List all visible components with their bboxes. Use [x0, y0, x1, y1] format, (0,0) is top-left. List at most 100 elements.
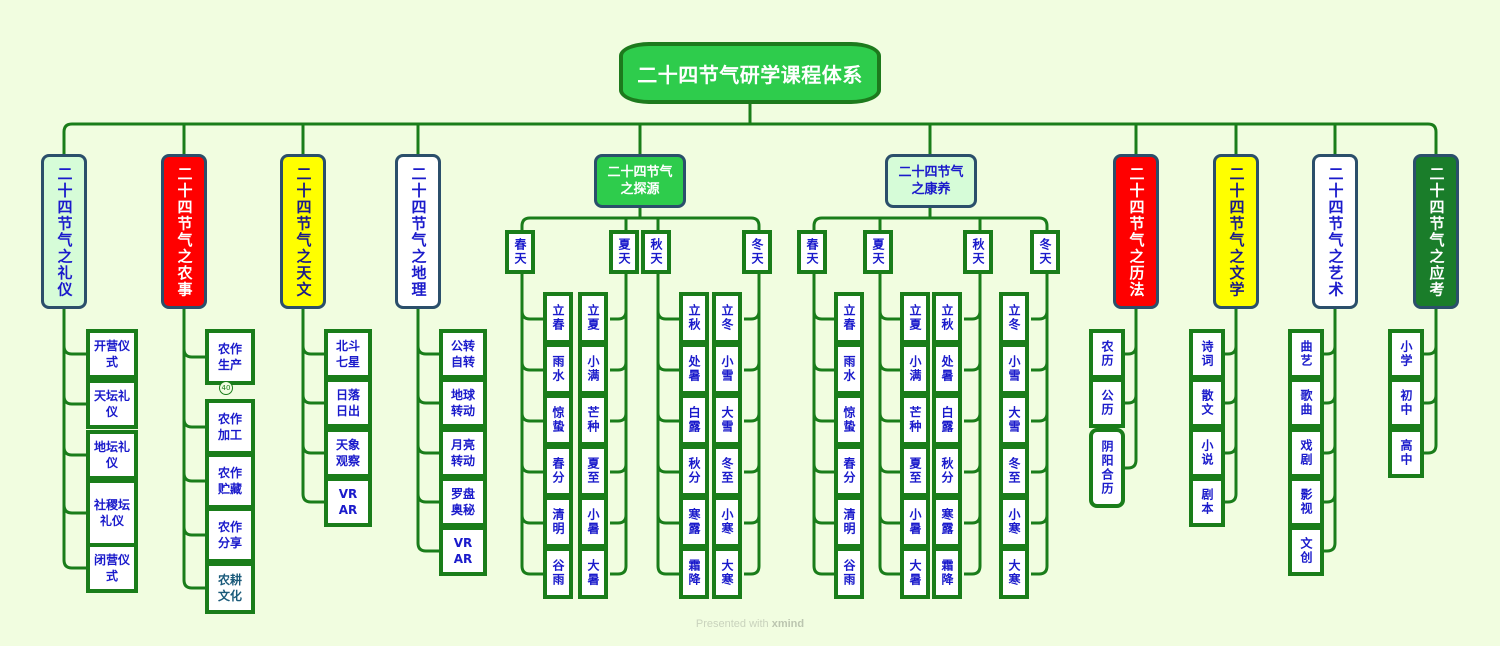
- subtopic[interactable]: 月亮转动: [439, 428, 487, 478]
- main-topic-1[interactable]: 二十四节气之礼仪: [41, 154, 87, 309]
- solar-term[interactable]: 谷雨: [543, 547, 573, 599]
- root-topic[interactable]: 二十四节气研学课程体系: [619, 42, 881, 104]
- subtopic[interactable]: 戏剧: [1288, 428, 1324, 478]
- solar-term[interactable]: 秋分: [932, 445, 962, 497]
- subtopic[interactable]: VR AR: [324, 477, 372, 527]
- season-node[interactable]: 夏天: [863, 230, 893, 274]
- solar-term[interactable]: 大雪: [999, 394, 1029, 446]
- main-topic-2[interactable]: 二十四节气之农事: [161, 154, 207, 309]
- subtopic[interactable]: 社稷坛礼仪: [86, 479, 138, 547]
- solar-term[interactable]: 立夏: [900, 292, 930, 344]
- subtopic[interactable]: 诗词: [1189, 329, 1225, 379]
- subtopic[interactable]: 闭营仪式: [86, 543, 138, 593]
- season-node[interactable]: 冬天: [742, 230, 772, 274]
- solar-term[interactable]: 冬至: [999, 445, 1029, 497]
- solar-term[interactable]: 霜降: [932, 547, 962, 599]
- solar-term[interactable]: 立冬: [999, 292, 1029, 344]
- solar-term[interactable]: 大暑: [900, 547, 930, 599]
- solar-term[interactable]: 立春: [834, 292, 864, 344]
- main-topic-3[interactable]: 二十四节气之天文: [280, 154, 326, 309]
- main-topic-5[interactable]: 二十四节气之探源: [594, 154, 686, 208]
- subtopic[interactable]: 歌曲: [1288, 378, 1324, 428]
- subtopic[interactable]: 北斗七星: [324, 329, 372, 379]
- subtopic[interactable]: 曲艺: [1288, 329, 1324, 379]
- subtopic[interactable]: 文创: [1288, 526, 1324, 576]
- subtopic[interactable]: 剧本: [1189, 477, 1225, 527]
- solar-term[interactable]: 处暑: [679, 343, 709, 395]
- subtopic[interactable]: 公转自转: [439, 329, 487, 379]
- solar-term[interactable]: 寒露: [679, 496, 709, 548]
- season-node[interactable]: 春天: [505, 230, 535, 274]
- solar-term[interactable]: 小寒: [712, 496, 742, 548]
- solar-term[interactable]: 谷雨: [834, 547, 864, 599]
- solar-term[interactable]: 芒种: [900, 394, 930, 446]
- solar-term[interactable]: 小满: [578, 343, 608, 395]
- subtopic[interactable]: 天坛礼仪: [86, 379, 138, 429]
- solar-term[interactable]: 霜降: [679, 547, 709, 599]
- subtopic[interactable]: 阴阳合历: [1089, 428, 1125, 508]
- solar-term[interactable]: 白露: [932, 394, 962, 446]
- solar-term[interactable]: 白露: [679, 394, 709, 446]
- solar-term[interactable]: 清明: [543, 496, 573, 548]
- solar-term[interactable]: 立秋: [932, 292, 962, 344]
- season-node[interactable]: 秋天: [641, 230, 671, 274]
- solar-term[interactable]: 大暑: [578, 547, 608, 599]
- solar-term[interactable]: 夏至: [900, 445, 930, 497]
- solar-term[interactable]: 寒露: [932, 496, 962, 548]
- subtopic[interactable]: 地球转动: [439, 378, 487, 428]
- solar-term[interactable]: 夏至: [578, 445, 608, 497]
- main-topic-6[interactable]: 二十四节气之康养: [885, 154, 977, 208]
- subtopic[interactable]: 农作贮藏: [205, 453, 255, 509]
- subtopic[interactable]: 农作分享: [205, 507, 255, 563]
- subtopic[interactable]: 地坛礼仪: [86, 430, 138, 480]
- solar-term[interactable]: 小雪: [999, 343, 1029, 395]
- solar-term[interactable]: 清明: [834, 496, 864, 548]
- solar-term[interactable]: 雨水: [543, 343, 573, 395]
- solar-term[interactable]: 秋分: [679, 445, 709, 497]
- subtopic[interactable]: 公历: [1089, 378, 1125, 428]
- subtopic[interactable]: 高中: [1388, 428, 1424, 478]
- main-topic-10[interactable]: 二十四节气之应考: [1413, 154, 1459, 309]
- subtopic[interactable]: 开营仪式: [86, 329, 138, 379]
- solar-term[interactable]: 大寒: [712, 547, 742, 599]
- subtopic[interactable]: 影视: [1288, 477, 1324, 527]
- solar-term[interactable]: 小雪: [712, 343, 742, 395]
- subtopic[interactable]: 散文: [1189, 378, 1225, 428]
- solar-term[interactable]: 立夏: [578, 292, 608, 344]
- solar-term[interactable]: 立春: [543, 292, 573, 344]
- solar-term[interactable]: 处暑: [932, 343, 962, 395]
- solar-term[interactable]: 春分: [834, 445, 864, 497]
- solar-term[interactable]: 雨水: [834, 343, 864, 395]
- main-topic-8[interactable]: 二十四节气之文学: [1213, 154, 1259, 309]
- season-node[interactable]: 冬天: [1030, 230, 1060, 274]
- main-topic-9[interactable]: 二十四节气之艺术: [1312, 154, 1358, 309]
- solar-term[interactable]: 小满: [900, 343, 930, 395]
- solar-term[interactable]: 芒种: [578, 394, 608, 446]
- subtopic[interactable]: 农作加工: [205, 399, 255, 455]
- subtopic[interactable]: 罗盘奥秘: [439, 477, 487, 527]
- solar-term[interactable]: 小暑: [900, 496, 930, 548]
- solar-term[interactable]: 惊蛰: [834, 394, 864, 446]
- main-topic-7[interactable]: 二十四节气之历法: [1113, 154, 1159, 309]
- solar-term[interactable]: 大雪: [712, 394, 742, 446]
- subtopic[interactable]: 农耕文化: [205, 562, 255, 614]
- subtopic[interactable]: VR AR: [439, 526, 487, 576]
- subtopic[interactable]: 小学: [1388, 329, 1424, 379]
- season-node[interactable]: 秋天: [963, 230, 993, 274]
- solar-term[interactable]: 立冬: [712, 292, 742, 344]
- subtopic[interactable]: 农作生产: [205, 329, 255, 385]
- subtopic[interactable]: 天象观察: [324, 428, 372, 478]
- solar-term[interactable]: 冬至: [712, 445, 742, 497]
- main-topic-4[interactable]: 二十四节气之地理: [395, 154, 441, 309]
- subtopic[interactable]: 初中: [1388, 378, 1424, 428]
- subtopic[interactable]: 农历: [1089, 329, 1125, 379]
- subtopic[interactable]: 日落日出: [324, 378, 372, 428]
- solar-term[interactable]: 春分: [543, 445, 573, 497]
- solar-term[interactable]: 小寒: [999, 496, 1029, 548]
- season-node[interactable]: 春天: [797, 230, 827, 274]
- solar-term[interactable]: 惊蛰: [543, 394, 573, 446]
- solar-term[interactable]: 立秋: [679, 292, 709, 344]
- collapsed-count-badge[interactable]: 40: [219, 381, 233, 395]
- solar-term[interactable]: 大寒: [999, 547, 1029, 599]
- solar-term[interactable]: 小暑: [578, 496, 608, 548]
